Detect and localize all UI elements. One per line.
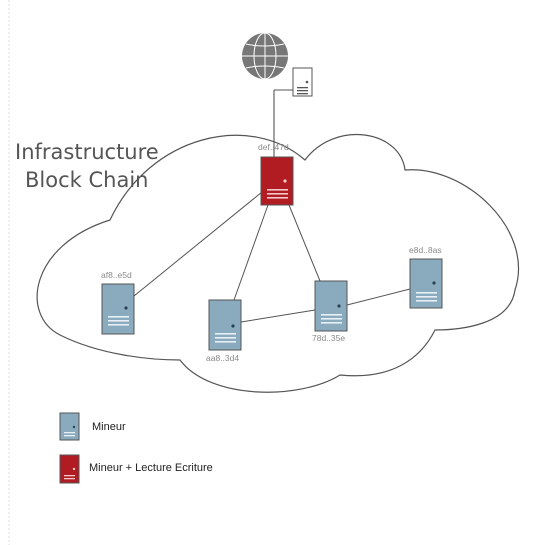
cloud-shape xyxy=(36,134,520,393)
server-icon-main xyxy=(260,156,294,206)
server-icon-n2 xyxy=(208,299,242,351)
server-icon-n1 xyxy=(101,283,135,335)
server-icon-n4 xyxy=(409,258,443,309)
node-label-n2: aa8..3d4 xyxy=(206,353,239,363)
server-icon-n3 xyxy=(314,280,348,332)
diagram-title-line2: Block Chain xyxy=(25,168,149,192)
legend-miner-icon xyxy=(59,412,80,441)
diagram-title-line1: Infrastructure xyxy=(15,140,159,164)
web-server-icon xyxy=(292,67,313,97)
node-label-n3: 78d..35e xyxy=(312,333,345,343)
legend-miner-rw-label: Mineur + Lecture Ecriture xyxy=(89,462,213,474)
legend-miner-rw-icon xyxy=(59,454,80,484)
node-label-n4: e8d..8as xyxy=(409,245,442,255)
globe-icon xyxy=(242,32,288,80)
node-label-main: def..47d xyxy=(258,142,289,152)
node-label-n1: af8..e5d xyxy=(101,270,132,280)
legend-miner-label: Mineur xyxy=(92,421,126,433)
